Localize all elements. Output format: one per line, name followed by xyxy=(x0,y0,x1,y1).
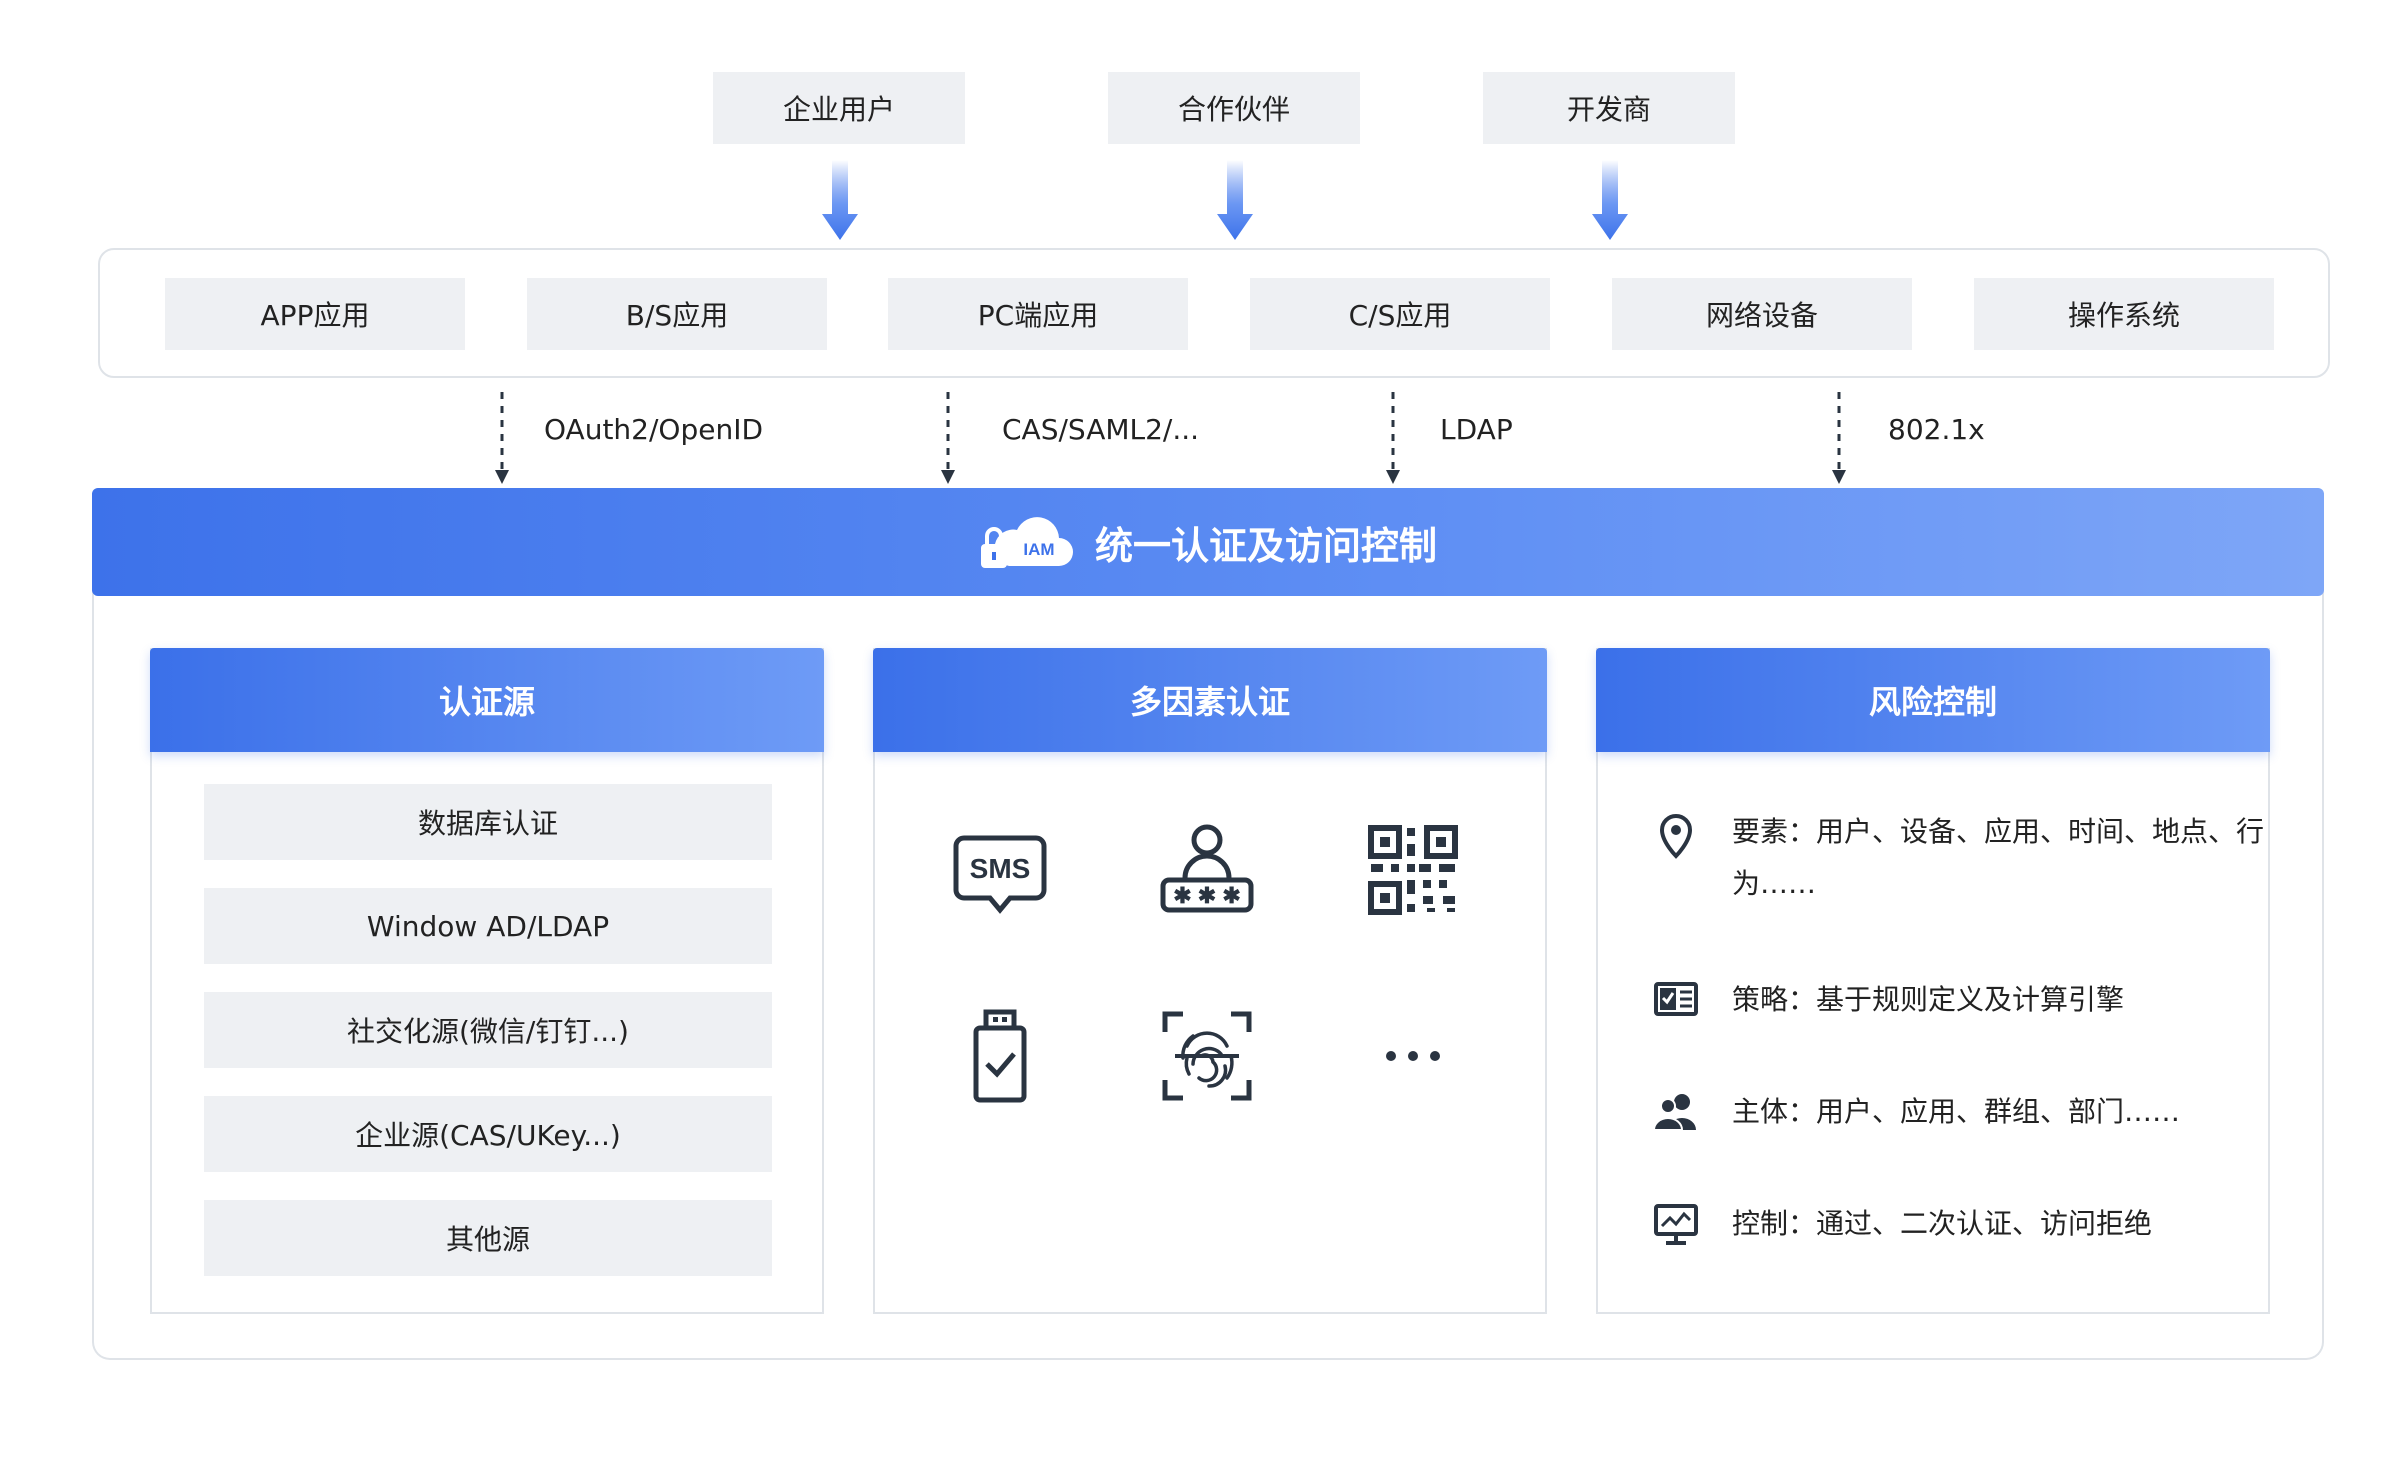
iam-outer-frame xyxy=(92,540,2324,1360)
mfa-header: 多因素认证 xyxy=(873,648,1547,752)
protocol-label-ldap: LDAP xyxy=(1440,413,1513,446)
source-item-ad-ldap: Window AD/LDAP xyxy=(204,888,772,964)
fingerprint-icon xyxy=(1162,1011,1252,1101)
users-group-icon xyxy=(1652,1094,1696,1131)
risk-item-policy: 策略：基于规则定义及计算引擎 xyxy=(1732,983,2125,1016)
policy-list-icon xyxy=(1654,982,1698,1016)
protocol-label-8021x: 802.1x xyxy=(1888,413,1985,446)
usb-key-icon xyxy=(973,1009,1027,1103)
user-box-developer: 开发商 xyxy=(1483,72,1735,144)
iam-main-bar: IAM 统一认证及访问控制 xyxy=(92,488,2324,596)
mfa-panel xyxy=(873,648,1547,1314)
down-arrow-icon xyxy=(822,160,858,240)
app-item-app: APP应用 xyxy=(165,278,465,350)
svg-text:✱ ✱ ✱: ✱ ✱ ✱ xyxy=(1173,883,1241,908)
user-password-icon: ✱ ✱ ✱ xyxy=(1160,824,1254,913)
down-arrow-icon xyxy=(1217,160,1253,240)
application-row-frame xyxy=(98,248,2330,378)
risk-item-control: 控制：通过、二次认证、访问拒绝 xyxy=(1732,1207,2153,1240)
risk-control-panel xyxy=(1596,648,2270,1314)
dashed-arrow-icon xyxy=(1386,392,1400,484)
app-item-pc: PC端应用 xyxy=(888,278,1188,350)
app-item-bs: B/S应用 xyxy=(527,278,827,350)
down-arrow-icon xyxy=(1592,160,1628,240)
protocol-label-oauth: OAuth2/OpenID xyxy=(544,413,764,446)
auth-source-header: 认证源 xyxy=(150,648,824,752)
more-icon xyxy=(1386,1051,1440,1061)
iam-logo-text: IAM xyxy=(1023,540,1054,559)
risk-control-header: 风险控制 xyxy=(1596,648,2270,752)
source-item-enterprise: 企业源(CAS/UKey...) xyxy=(204,1096,772,1172)
dashed-arrow-icon xyxy=(495,392,509,484)
user-box-partner: 合作伙伴 xyxy=(1108,72,1360,144)
sms-icon: SMS xyxy=(953,835,1047,914)
sms-icon-label: SMS xyxy=(970,853,1031,884)
app-item-cs: C/S应用 xyxy=(1250,278,1550,350)
source-item-other: 其他源 xyxy=(204,1200,772,1276)
source-item-database: 数据库认证 xyxy=(204,784,772,860)
location-pin-icon xyxy=(1659,813,1693,859)
app-item-network: 网络设备 xyxy=(1612,278,1912,350)
risk-item-subject: 主体：用户、应用、群组、部门…… xyxy=(1732,1095,2181,1128)
app-item-os: 操作系统 xyxy=(1974,278,2274,350)
user-box-enterprise: 企业用户 xyxy=(713,72,965,144)
dashed-arrow-icon xyxy=(1832,392,1846,484)
iam-cloud-lock-icon: IAM xyxy=(980,517,1073,568)
qr-code-icon xyxy=(1368,825,1458,915)
dashed-arrow-icon xyxy=(941,392,955,484)
protocol-label-cas: CAS/SAML2/... xyxy=(1002,413,1200,446)
monitor-control-icon xyxy=(1654,1204,1698,1245)
main-title: 统一认证及访问控制 xyxy=(1094,523,1437,568)
source-item-social: 社交化源(微信/钉钉...) xyxy=(204,992,772,1068)
risk-item-elements: 要素：用户、设备、应用、时间、地点、行为…… xyxy=(1732,815,2265,900)
